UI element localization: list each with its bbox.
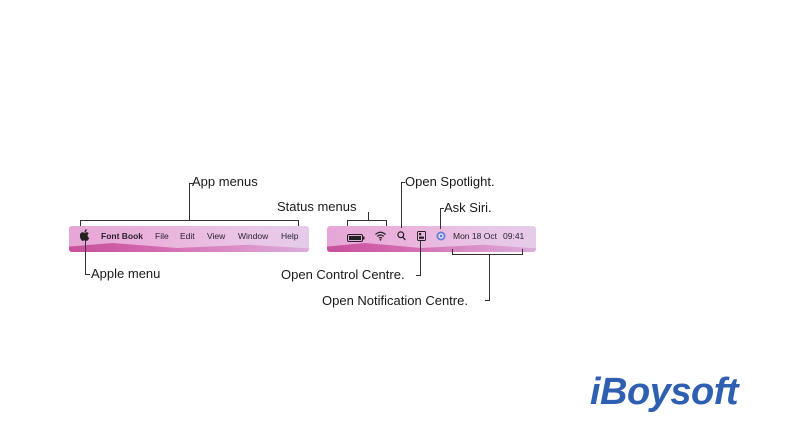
label-open-spotlight: Open Spotlight. (405, 174, 495, 189)
apple-icon[interactable] (79, 229, 90, 244)
app-menus-pointer (189, 183, 190, 220)
time-label[interactable]: 09:41 (503, 231, 525, 241)
label-apple-menu: Apple menu (91, 266, 161, 281)
label-open-notification-centre: Open Notification Centre. (322, 293, 468, 308)
status-menus-bracket-left (347, 220, 348, 226)
app-menus-top-tick (189, 183, 193, 184)
menu-file[interactable]: File (155, 231, 169, 241)
status-menus-bracket-top (347, 220, 387, 221)
label-open-control-centre: Open Control Centre. (281, 267, 405, 282)
notification-bracket-right (522, 249, 523, 255)
wifi-icon[interactable] (375, 231, 386, 244)
menu-bar-left: Font Book File Edit View Window Help (69, 226, 309, 252)
app-menus-bracket-top (80, 220, 299, 221)
status-menus-pointer (368, 212, 369, 220)
label-ask-siri: Ask Siri. (444, 200, 492, 215)
apple-menu-tick (85, 274, 90, 275)
siri-icon[interactable] (436, 231, 446, 244)
battery-icon[interactable] (347, 233, 365, 245)
siri-tick (440, 208, 444, 209)
iboysoft-logo: iBoysoft (590, 371, 739, 413)
control-centre-pointer (420, 240, 421, 275)
apple-menu-pointer (85, 240, 86, 274)
date-label[interactable]: Mon 18 Oct (453, 231, 497, 241)
app-menus-bracket-right (298, 220, 299, 226)
menu-edit[interactable]: Edit (180, 231, 195, 241)
notification-bracket-left (452, 249, 453, 255)
menu-bar-right: Mon 18 Oct 09:41 (327, 226, 536, 252)
label-app-menus: App menus (192, 174, 258, 189)
label-status-menus: Status menus (277, 199, 357, 214)
spotlight-tick (401, 182, 405, 183)
search-icon[interactable] (397, 231, 406, 244)
notification-pointer (489, 254, 490, 300)
status-menus-bracket-right (386, 220, 387, 226)
menu-app-name[interactable]: Font Book (101, 231, 144, 241)
menu-help[interactable]: Help (281, 231, 299, 241)
spotlight-pointer (401, 182, 402, 228)
menu-window[interactable]: Window (238, 231, 269, 241)
menu-view[interactable]: View (207, 231, 226, 241)
notification-bracket-bottom (452, 254, 523, 255)
control-centre-icon[interactable] (417, 231, 426, 244)
app-menus-bracket-left (80, 220, 81, 226)
control-centre-tick (416, 275, 421, 276)
siri-pointer (440, 208, 441, 229)
notification-tick (485, 300, 490, 301)
